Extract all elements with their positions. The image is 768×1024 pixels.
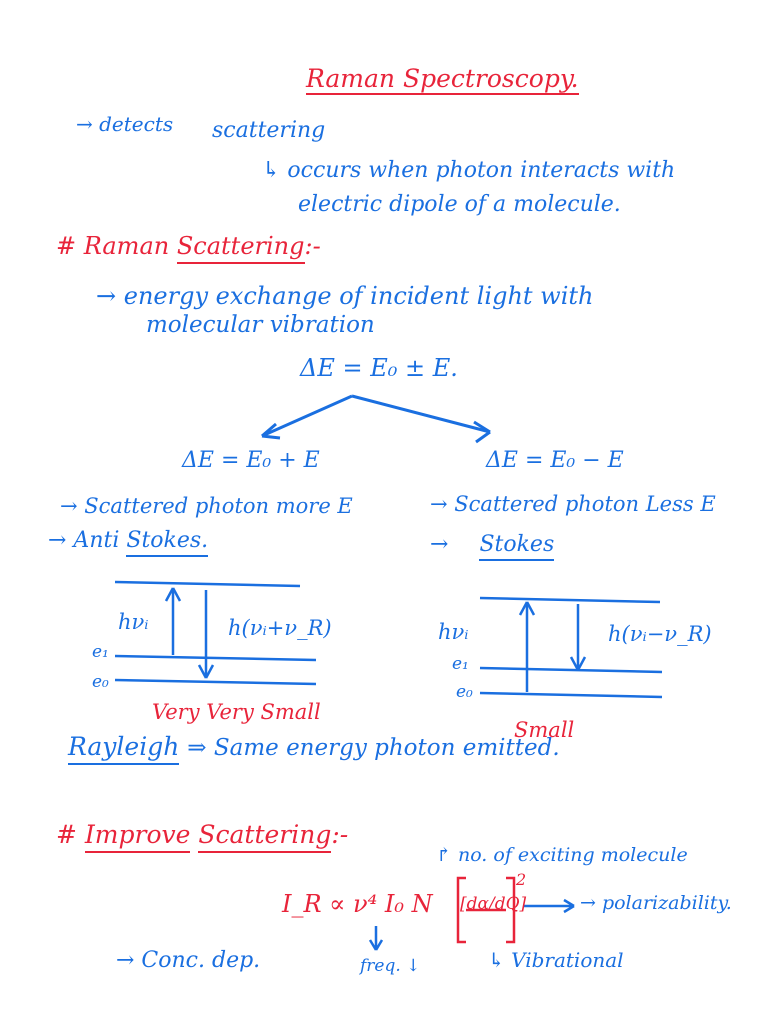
level-e0 [114, 678, 317, 686]
anti-stokes-photon-out: h(νᵢ+ν_R) [228, 616, 332, 640]
level-e0 [479, 691, 663, 699]
anti-stokes-equation: ΔE = E₀ + E [182, 448, 320, 473]
frequency-note: freq. ↓ [360, 956, 421, 976]
concentration-note: → Conc. dep. [116, 948, 261, 973]
anti-stokes-photon-in: hνᵢ [118, 610, 149, 634]
anti-stokes-label: → Anti Stokes. [48, 528, 209, 557]
branch-arrow-left [261, 394, 353, 438]
keyword-scattering: scattering [212, 118, 326, 143]
energy-exchange-line-1: → energy exchange of incident light with [96, 282, 594, 310]
arrow-down-freq [368, 926, 384, 951]
anti-stokes-prefix: → Anti [48, 528, 120, 553]
heading-hash: # [56, 820, 77, 849]
heading-suffix: :- [331, 820, 349, 849]
anti-stokes-level-e0-label: e₀ [92, 672, 109, 692]
stokes-word: Stokes [479, 532, 555, 561]
heading-word-scattering: Scattering [176, 232, 305, 264]
anti-stokes-level-e1-label: e₁ [92, 642, 109, 662]
virtual-level [114, 580, 301, 588]
arrow-to-polarizability [524, 898, 575, 914]
stokes-level-e0-label: e₀ [456, 682, 473, 702]
anti-stokes-point: → Scattered photon more E [60, 494, 353, 518]
derivative-power: 2 [516, 870, 527, 889]
polarizability-note: → polarizability. [580, 892, 732, 914]
heading-word-improve: Improve [84, 820, 191, 853]
stokes-photon-out: h(νᵢ−ν_R) [608, 622, 712, 646]
main-equation: ΔE = E₀ ± E. [300, 354, 458, 382]
rayleigh-line: Rayleigh ⇒ Same energy photon emitted. [68, 732, 560, 765]
level-e1 [479, 666, 663, 674]
anti-stokes-intensity: Very Very Small [152, 700, 321, 724]
detects-bullet: → detects [76, 112, 174, 136]
stokes-point: → Scattered photon Less E [430, 492, 716, 516]
improve-scattering-heading: # Improve Scattering:- [56, 820, 349, 853]
anti-stokes-diagram [114, 580, 317, 686]
anti-stokes-word: Stokes. [126, 528, 209, 557]
heading-suffix: :- [304, 232, 321, 260]
occurs-line-2: electric dipole of a molecule. [298, 192, 621, 217]
formula-brackets [456, 876, 516, 944]
branch-arrow-right [351, 394, 491, 434]
stokes-diagram [479, 596, 663, 699]
page-title: Raman Spectroscopy. [306, 64, 579, 95]
level-e1 [114, 654, 317, 662]
virtual-level [479, 596, 661, 604]
stokes-equation: ΔE = E₀ − E [486, 448, 624, 473]
molecules-note: ↱ no. of exciting molecule [436, 844, 688, 866]
vibrational-note: ↳ Vibrational [488, 948, 624, 972]
stokes-label: → Stokes [430, 532, 555, 561]
occurs-line-1: ↳ occurs when photon interacts with [262, 158, 676, 183]
raman-scattering-heading: # Raman Scattering:- [56, 232, 321, 264]
rayleigh-word: Rayleigh [68, 732, 180, 765]
stokes-photon-in: hνᵢ [438, 620, 469, 644]
derivative-term: [dα/dQ] [460, 894, 527, 914]
heading-word-raman: Raman [83, 232, 170, 260]
stokes-level-e1-label: e₁ [452, 654, 469, 674]
stokes-intensity: Small [514, 718, 575, 742]
raman-intensity-formula: I_R ∝ ν⁴ I₀ N [282, 890, 433, 918]
stokes-prefix: → [430, 532, 449, 557]
heading-hash: # [56, 232, 77, 260]
rayleigh-text: ⇒ Same energy photon emitted. [187, 735, 560, 761]
heading-word-scattering: Scattering [198, 820, 332, 853]
energy-exchange-line-2: molecular vibration [146, 312, 375, 338]
